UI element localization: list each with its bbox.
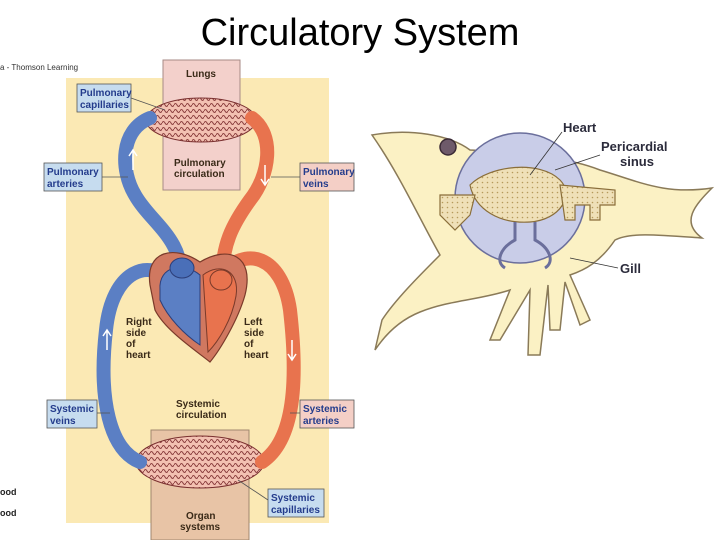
label-right-side-of-heart: Right side of heart xyxy=(126,317,152,361)
image-credit: a - Thomson Learning xyxy=(0,63,79,72)
fish-label-pericardial-1: Pericardial xyxy=(601,139,668,154)
fish-eye xyxy=(439,138,457,156)
label-box-pulmonary-capillaries: Pulmonary capillaries xyxy=(76,83,132,113)
fish-vessels-right xyxy=(559,184,616,221)
svg-text:Systemic: Systemic xyxy=(271,493,315,504)
svg-text:Systemic: Systemic xyxy=(303,404,347,415)
flow-arrows xyxy=(102,148,297,362)
svg-text:veins: veins xyxy=(303,179,329,190)
svg-text:side: side xyxy=(126,328,146,339)
svg-text:Left: Left xyxy=(244,317,263,328)
label-pulmonary-circulation-2: circulation xyxy=(174,169,225,180)
systemic-artery-vessel xyxy=(213,251,301,469)
pulmonary-vein-vessel xyxy=(215,111,275,287)
slide-title: Circulatory System xyxy=(200,12,520,54)
leader-lines xyxy=(97,97,300,501)
fish-gill-vessels xyxy=(498,222,552,270)
svg-text:side: side xyxy=(244,328,264,339)
label-box-systemic-veins: Systemic veins xyxy=(46,399,98,429)
svg-text:arteries: arteries xyxy=(47,179,84,190)
svg-text:Systemic: Systemic xyxy=(50,404,94,415)
svg-text:Pulmonary: Pulmonary xyxy=(47,167,99,178)
label-box-pulmonary-arteries: Pulmonary arteries xyxy=(43,162,103,192)
label-systemic-circulation-2: circulation xyxy=(176,410,227,421)
legend-fragment-1: ood xyxy=(0,487,17,497)
legend-fragment-2: ood xyxy=(0,508,17,518)
label-box-systemic-arteries: Systemic arteries xyxy=(299,399,355,429)
pulmonary-artery-vessel xyxy=(118,111,188,287)
svg-text:Pulmonary: Pulmonary xyxy=(80,88,132,99)
svg-text:Right: Right xyxy=(126,317,152,328)
svg-text:veins: veins xyxy=(50,416,76,427)
svg-text:of: of xyxy=(126,339,136,350)
label-pulmonary-circulation-1: Pulmonary xyxy=(174,158,226,169)
systemic-vein-vessel xyxy=(96,263,182,469)
svg-text:heart: heart xyxy=(126,350,151,361)
fish-vessels-left xyxy=(439,194,476,231)
label-systemic-circulation-1: Systemic xyxy=(176,399,220,410)
label-lungs: Lungs xyxy=(186,69,216,80)
svg-text:Pulmonary: Pulmonary xyxy=(303,167,355,178)
label-box-pulmonary-veins: Pulmonary veins xyxy=(299,162,355,192)
fish-label-heart: Heart xyxy=(563,120,597,135)
heart-illustration xyxy=(148,252,248,363)
svg-text:capillaries: capillaries xyxy=(271,505,320,516)
label-box-systemic-capillaries: Systemic capillaries xyxy=(267,488,325,518)
label-left-side-of-heart: Left side of heart xyxy=(244,317,269,361)
svg-text:capillaries: capillaries xyxy=(80,100,129,111)
svg-text:heart: heart xyxy=(244,350,269,361)
label-organ-systems-2: systems xyxy=(180,522,220,533)
svg-text:arteries: arteries xyxy=(303,416,340,427)
svg-text:of: of xyxy=(244,339,254,350)
fish-leader-lines xyxy=(529,131,619,269)
fish-label-pericardial-2: sinus xyxy=(620,154,654,169)
label-organ-systems-1: Organ xyxy=(186,511,215,522)
fish-label-gill: Gill xyxy=(620,261,641,276)
